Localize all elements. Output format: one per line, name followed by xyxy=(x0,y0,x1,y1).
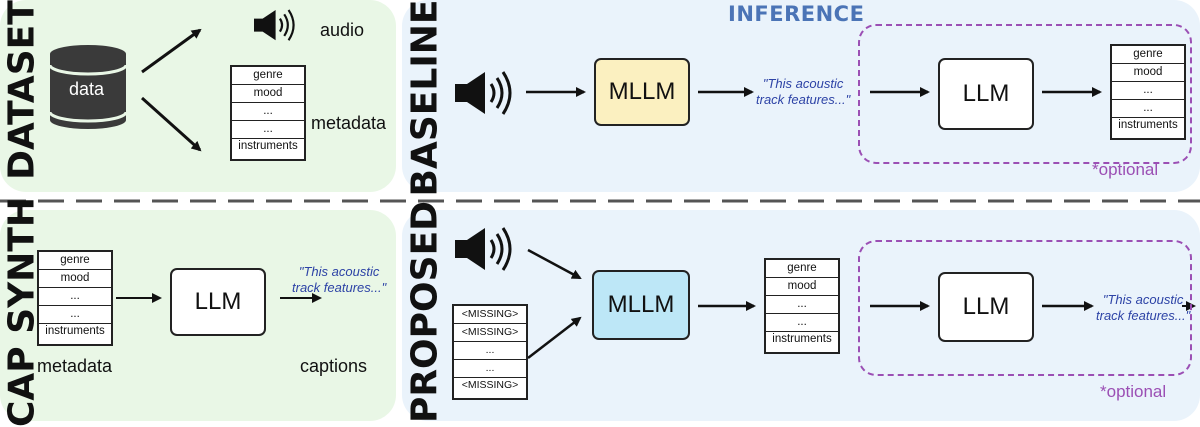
table-row: <MISSING> xyxy=(454,324,526,342)
table-row: instruments xyxy=(238,140,298,152)
capsynth-captions-label: captions xyxy=(300,356,368,376)
table-row: <MISSING> xyxy=(461,379,519,391)
dataset-title: DATASET xyxy=(1,0,43,180)
capsynth-llm-box: LLM xyxy=(170,268,266,336)
proposed-arrow-missing xyxy=(527,316,582,359)
audio-label: audio xyxy=(320,20,365,40)
caption-line: "This acoustic xyxy=(1102,292,1184,307)
baseline-caption-quote: "This acoustic track features..." xyxy=(756,76,850,108)
table-row: mood xyxy=(766,278,838,296)
proposed-caption-quote: "This acoustic track features..." xyxy=(1096,292,1190,324)
baseline-title: BASELINE xyxy=(404,0,446,197)
proposed-optional-label: *optional xyxy=(1100,382,1167,401)
table-row: genre xyxy=(232,67,304,85)
table-row: ... xyxy=(232,103,304,121)
dataset-metadata-table: genre mood ... ... instruments xyxy=(230,65,306,161)
proposed-arrow-audio xyxy=(527,248,582,280)
baseline-llm-box: LLM xyxy=(938,58,1034,130)
table-row: mood xyxy=(39,270,111,288)
speaker-icon xyxy=(455,71,512,115)
metadata-label: metadata xyxy=(311,113,387,133)
table-row: ... xyxy=(1112,100,1184,118)
dataset-arrow-metadata xyxy=(140,96,202,152)
table-row: ... xyxy=(232,121,304,139)
speaker-icon xyxy=(254,9,295,41)
proposed-mllm-box: MLLM xyxy=(592,270,690,340)
baseline-optional-label: *optional xyxy=(1092,160,1159,179)
table-row: mood xyxy=(1112,64,1184,82)
proposed-title: PROPOSED xyxy=(404,200,446,424)
caption-line: "This acoustic xyxy=(762,76,844,91)
table-row: ... xyxy=(1112,82,1184,100)
table-row: genre xyxy=(1112,46,1184,64)
dataset-arrow-audio xyxy=(141,28,202,74)
baseline-panel xyxy=(402,0,1200,192)
table-row: instruments xyxy=(772,333,832,345)
caption-line: track features..." xyxy=(756,92,851,107)
database-icon xyxy=(48,45,128,129)
table-row: ... xyxy=(766,296,838,314)
table-row: <MISSING> xyxy=(454,306,526,324)
capsynth-caption-quote: "This acoustic track features..." xyxy=(292,264,386,296)
database-label: data xyxy=(69,79,105,99)
capsynth-metadata-table: genre mood ... ... instruments xyxy=(37,250,113,346)
caption-line: "This acoustic xyxy=(298,264,380,279)
table-row: genre xyxy=(39,252,111,270)
table-row: ... xyxy=(39,306,111,324)
table-row: ... xyxy=(766,314,838,332)
proposed-optional-region xyxy=(858,240,1192,376)
table-row: instruments xyxy=(45,325,105,337)
capsynth-metadata-label: metadata xyxy=(37,356,113,376)
baseline-optional-region xyxy=(858,24,1192,164)
table-row: ... xyxy=(454,360,526,378)
inference-title: INFERENCE xyxy=(728,2,865,26)
baseline-mllm-box: MLLM xyxy=(594,58,690,126)
proposed-missing-table: <MISSING> <MISSING> ... ... <MISSING> xyxy=(452,304,528,400)
proposed-llm-box: LLM xyxy=(938,272,1034,342)
table-row: mood xyxy=(232,85,304,103)
table-row: ... xyxy=(454,342,526,360)
baseline-metadata-table: genre mood ... ... instruments xyxy=(1110,44,1186,140)
table-row: ... xyxy=(39,288,111,306)
speaker-icon xyxy=(455,227,512,271)
caption-line: track features..." xyxy=(292,280,387,295)
table-row: instruments xyxy=(1118,119,1178,131)
table-row: genre xyxy=(766,260,838,278)
proposed-metadata-table: genre mood ... ... instruments xyxy=(764,258,840,354)
caption-line: track features..." xyxy=(1096,308,1191,323)
